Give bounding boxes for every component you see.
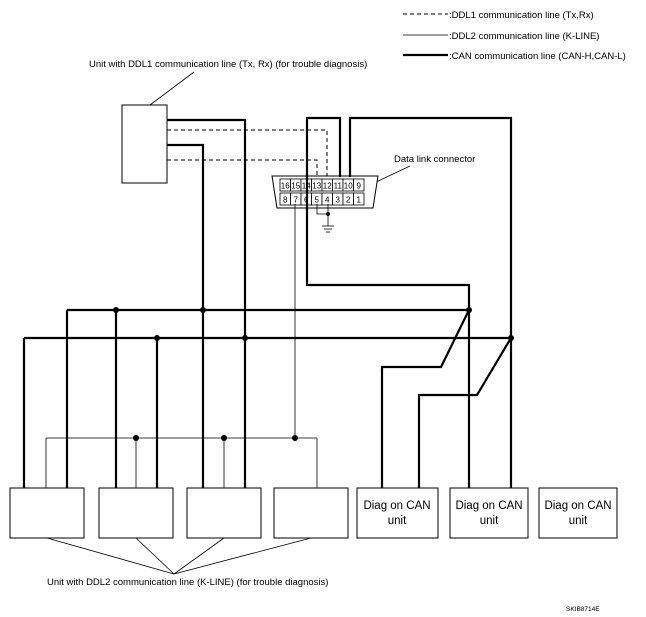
legend-ddl1-label: :DDL1 communication line (Tx,Rx) bbox=[449, 10, 594, 21]
connector-pin-number: 1 bbox=[357, 196, 362, 205]
ddl2-units-caption: Unit with DDL2 communication line (K-LIN… bbox=[47, 577, 328, 588]
diag-on-can-unit-3: Diag on CAN unit bbox=[538, 487, 618, 539]
ddl2-caption-leaders bbox=[46, 537, 312, 575]
diag-unit-label-line1: Diag on CAN bbox=[544, 500, 611, 512]
can-junction-dot bbox=[113, 307, 119, 313]
can-bus bbox=[22, 116, 514, 488]
connector-pin-number: 2 bbox=[346, 196, 351, 205]
ddl1-rx-line bbox=[167, 159, 318, 177]
ddl1-unit-caption: Unit with DDL1 communication line (Tx, R… bbox=[89, 59, 367, 70]
ddl2-unit-3 bbox=[186, 487, 262, 539]
can-junction-dot bbox=[154, 335, 160, 341]
diag-unit-label-line2: unit bbox=[480, 515, 499, 527]
ground-symbol bbox=[322, 225, 334, 233]
connector-pin-cell bbox=[353, 178, 365, 192]
legend-can-label: :CAN communication line (CAN-H,CAN-L) bbox=[449, 51, 626, 62]
connector-pin-number: 11 bbox=[334, 182, 343, 191]
connector-pin-number: 12 bbox=[323, 182, 332, 191]
can-junction-dot bbox=[508, 335, 514, 341]
diag-unit1-can-line bbox=[380, 309, 470, 488]
figure-id: SKIB8714E bbox=[566, 606, 600, 613]
can-junction-dot bbox=[242, 335, 248, 341]
connector-pin-number: 9 bbox=[357, 182, 362, 191]
diag-unit-label-line2: unit bbox=[569, 515, 588, 527]
connector-pin-number: 13 bbox=[312, 182, 321, 191]
connector-pin-number: 16 bbox=[281, 182, 290, 191]
connector-pin-number: 15 bbox=[291, 182, 300, 191]
connector-leader-line bbox=[371, 165, 411, 185]
connector-pin-cell bbox=[353, 192, 365, 206]
connector-pin-number: 5 bbox=[315, 196, 320, 205]
ddl2-unit-4 bbox=[273, 487, 349, 539]
ddl2-unit-1 bbox=[9, 487, 85, 539]
diag-on-can-unit-2: Diag on CAN unit bbox=[449, 487, 529, 539]
connector-pin-number: 4 bbox=[325, 196, 330, 205]
k-line-junction-dot bbox=[292, 435, 298, 441]
diag-on-can-unit-1: Diag on CAN unit bbox=[356, 487, 439, 539]
data-link-connector-label: Data link connector bbox=[394, 154, 475, 165]
k-line-junction-dot bbox=[133, 435, 139, 441]
connector-pin-number: 3 bbox=[336, 196, 341, 205]
connector-pin-number: 7 bbox=[294, 196, 299, 205]
legend: :DDL1 communication line (Tx,Rx) :DDL2 c… bbox=[403, 10, 626, 62]
ground-wire-pin5 bbox=[316, 204, 328, 215]
ddl1-tx-line bbox=[167, 129, 328, 177]
ddl1-unit-can-line-a bbox=[167, 118, 247, 338]
connector-pin-number: 10 bbox=[344, 182, 353, 191]
diag-unit-label-line1: Diag on CAN bbox=[455, 500, 522, 512]
can-junction-dot bbox=[200, 307, 206, 313]
ddl2-unit-2 bbox=[98, 487, 174, 539]
connector-can-line-l bbox=[305, 116, 471, 310]
ddl1-unit-box bbox=[121, 104, 168, 184]
can-junction-dot bbox=[466, 307, 472, 313]
ddl1-unit-leader-line bbox=[149, 71, 195, 106]
connector-pin-number: 8 bbox=[283, 196, 288, 205]
legend-ddl2-label: :DDL2 communication line (K-LINE) bbox=[449, 31, 599, 42]
ddl1-unit-can-line-b bbox=[167, 143, 205, 310]
k-line-bus bbox=[45, 435, 318, 488]
diag-unit-label-line2: unit bbox=[388, 515, 407, 527]
k-line-junction-dot bbox=[221, 435, 227, 441]
diag-unit2-can-line-a bbox=[417, 337, 512, 488]
connector-can-line-h bbox=[348, 116, 513, 338]
ground-junction-dot bbox=[326, 212, 330, 216]
diag-unit-label-line1: Diag on CAN bbox=[363, 500, 430, 512]
